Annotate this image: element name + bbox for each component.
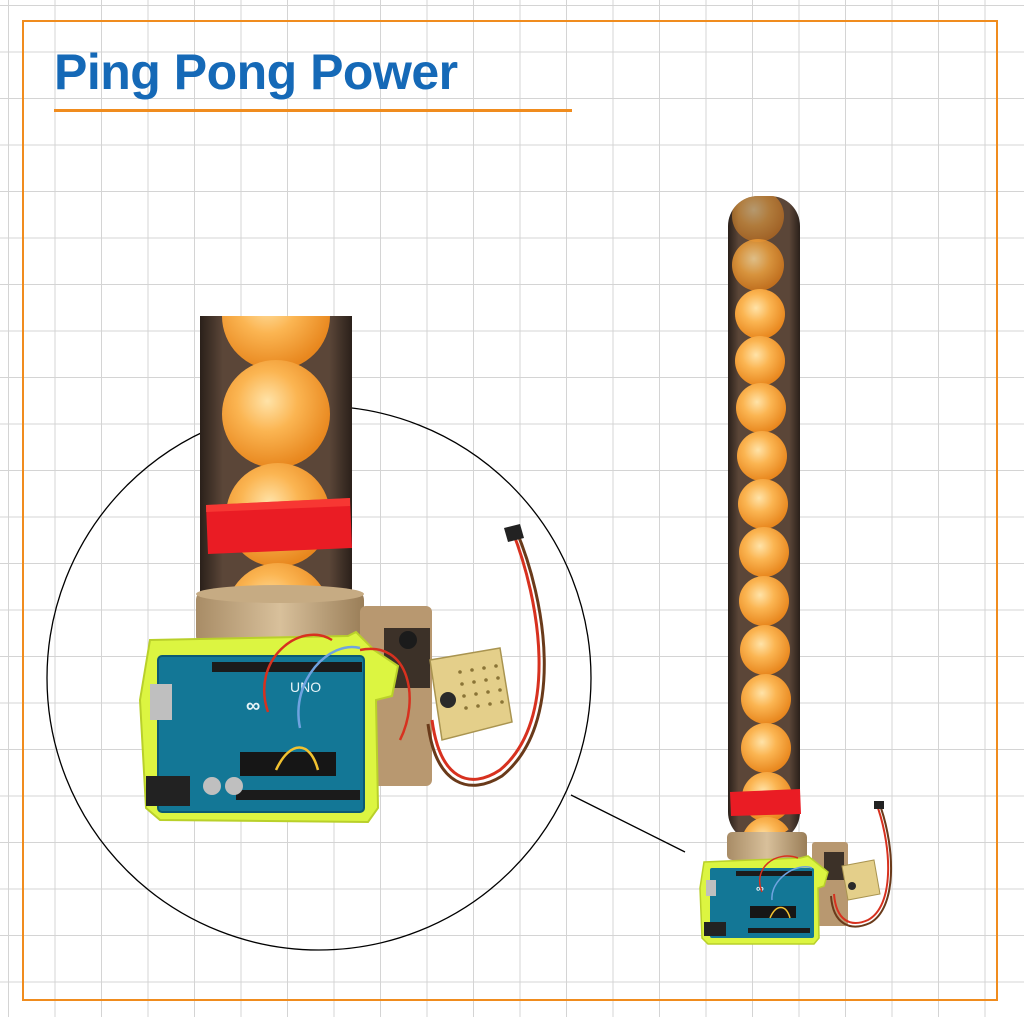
full-device: ∞ <box>699 196 893 945</box>
svg-text:∞: ∞ <box>246 695 260 717</box>
svg-text:UNO: UNO <box>290 679 321 695</box>
title-underline <box>54 109 572 112</box>
zoomed-device: ∞ UNO <box>138 316 546 824</box>
page-title: Ping Pong Power <box>54 44 458 100</box>
orange-frame <box>22 20 998 1001</box>
svg-text:∞: ∞ <box>756 883 764 895</box>
